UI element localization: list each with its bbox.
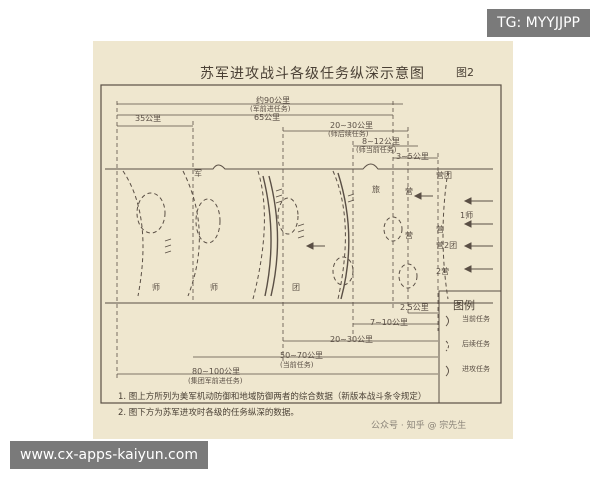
label-top-35: 35公里 [135, 114, 162, 123]
front-arcs [262, 172, 350, 300]
hatch-marks [164, 188, 355, 254]
label-bottom-50-70-note: (当前任务) [280, 361, 314, 369]
unit-r2: 1师 [460, 211, 474, 220]
unit-div-left: 师 [152, 283, 160, 292]
label-top-20-30: 20~30公里 [330, 121, 374, 130]
legend-item-attack: 进攻任务 [462, 365, 490, 373]
diagram-drawing [100, 84, 502, 404]
paper-background [93, 41, 513, 439]
label-top-8-12-note: (师当前任务) [356, 146, 397, 154]
label-bottom-2-5: 2.5公里 [400, 303, 429, 312]
unit-div-mid: 师 [210, 283, 218, 292]
legend-symbols [445, 315, 449, 377]
unit-regiment: 团 [292, 283, 300, 292]
label-top-20-30-note: (师后续任务) [328, 130, 369, 138]
label-bottom-7-10: 7~10公里 [370, 318, 408, 327]
label-top-65: 65公里 [254, 113, 281, 122]
unit-outlines [122, 170, 449, 300]
tg-badge: TG: MYYJJPP [487, 9, 590, 37]
note-2: 2. 图下方为苏军进攻时各级的任务纵深的数据。 [118, 408, 299, 418]
note-1: 1. 图上方所列为美军机动防御和地域防御两者的综合数据（新版本战斗条令规定） [118, 392, 427, 402]
label-top-3-5: 3~5公里 [396, 152, 429, 161]
unit-camp2: 营 [405, 231, 413, 240]
outer-frame [100, 84, 502, 404]
top-dimension-lines [117, 103, 438, 159]
band-top-line [105, 163, 493, 170]
attack-arrows [305, 192, 493, 273]
url-overlay: www.cx-apps-kaiyun.com [10, 441, 208, 469]
vertical-guides [116, 101, 439, 381]
unit-div-res: 旅 [372, 185, 380, 194]
unit-camp1: 营 [405, 187, 413, 196]
legend-item-followup: 后续任务 [462, 340, 490, 348]
legend-item-current: 当前任务 [462, 315, 490, 323]
diagram-title: 苏军进攻战斗各级任务纵深示意图 [200, 66, 425, 82]
unit-r3: 营 [436, 225, 444, 234]
label-bottom-80-100: 80~100公里 [192, 367, 241, 376]
legend-title: 图例 [453, 299, 475, 312]
bottom-dimension-lines [117, 312, 438, 375]
legend-box [438, 290, 502, 404]
unit-r1: 营团 [436, 171, 452, 180]
figure-label: 图2 [456, 66, 474, 79]
unit-army: 军 [194, 169, 202, 178]
label-top-total: 约90公里 [256, 96, 291, 105]
label-top-8-12: 8~12公里 [362, 137, 400, 146]
label-top-total-note: (军前进任务) [250, 105, 291, 113]
label-bottom-50-70: 50~70公里 [280, 351, 324, 360]
label-bottom-20-30: 20~30公里 [330, 335, 374, 344]
watermark-text: 公众号 · 知乎 @ 宗先生 [371, 421, 467, 431]
label-bottom-80-100-note: (集团军前进任务) [188, 377, 243, 385]
unit-r5: 2营 [436, 267, 450, 276]
unit-r4: 营2团 [436, 241, 458, 250]
